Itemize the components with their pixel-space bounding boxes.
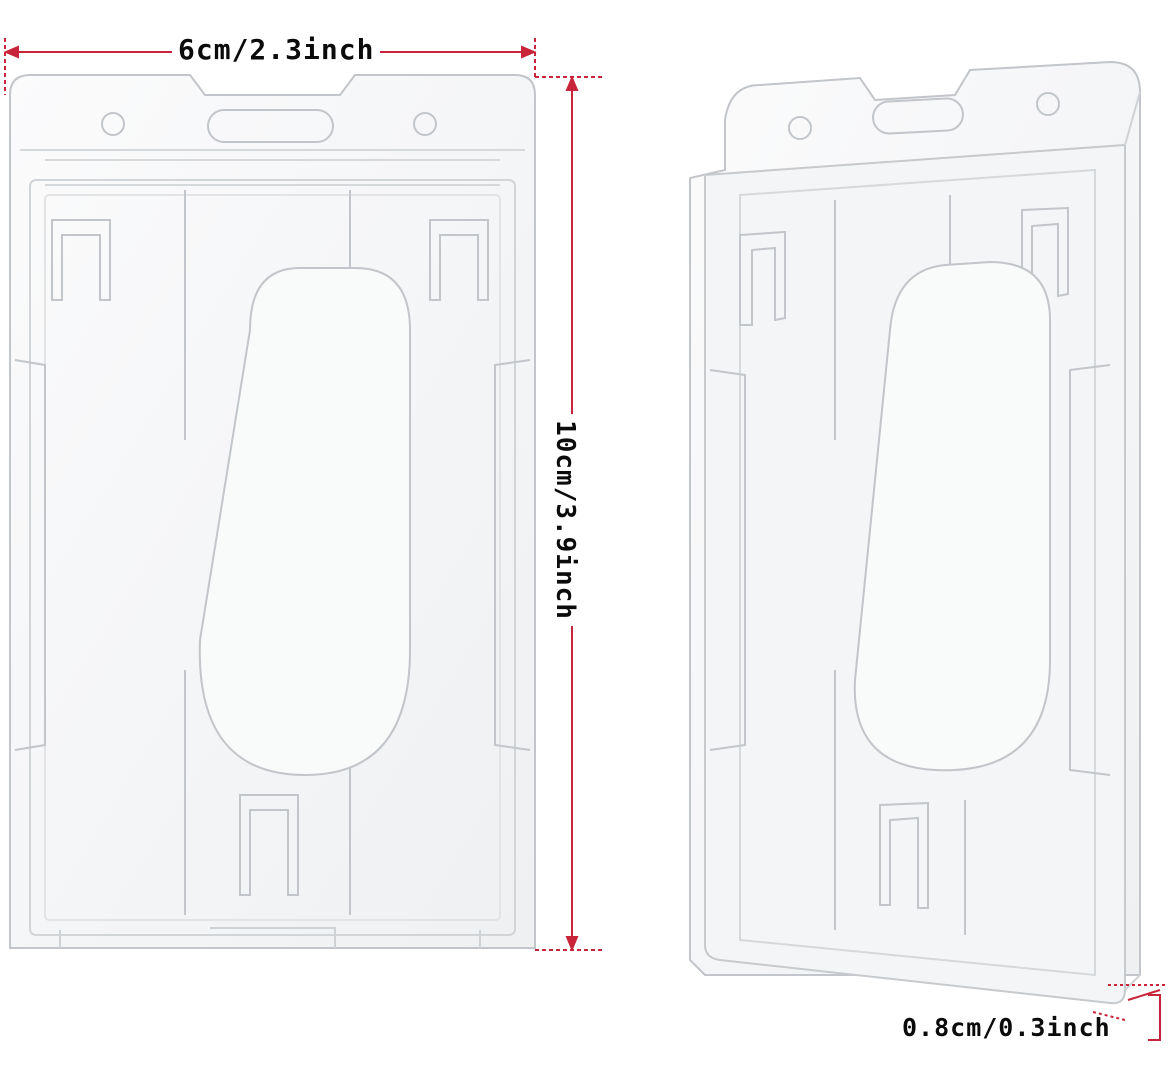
angled-right-punch-hole bbox=[1036, 92, 1060, 116]
width-dimension-label: 6cm/2.3inch bbox=[172, 36, 381, 64]
angled-thumb-slot bbox=[853, 260, 1051, 772]
depth-arrow-line bbox=[1127, 989, 1161, 1001]
depth-dimension-label: 0.8cm/0.3inch bbox=[902, 1013, 1111, 1042]
front-thumb-slot bbox=[198, 267, 411, 777]
angled-badge-holder bbox=[689, 60, 1141, 1005]
angled-lanyard-slot bbox=[872, 97, 964, 135]
front-badge-holder bbox=[9, 74, 536, 949]
lanyard-slot bbox=[207, 109, 334, 143]
left-punch-hole bbox=[101, 112, 125, 136]
angled-left-punch-hole bbox=[788, 116, 812, 140]
right-punch-hole bbox=[413, 112, 437, 136]
height-dimension-label: 10cm/3.9inch bbox=[550, 414, 580, 626]
depth-leader bbox=[1148, 994, 1161, 1041]
